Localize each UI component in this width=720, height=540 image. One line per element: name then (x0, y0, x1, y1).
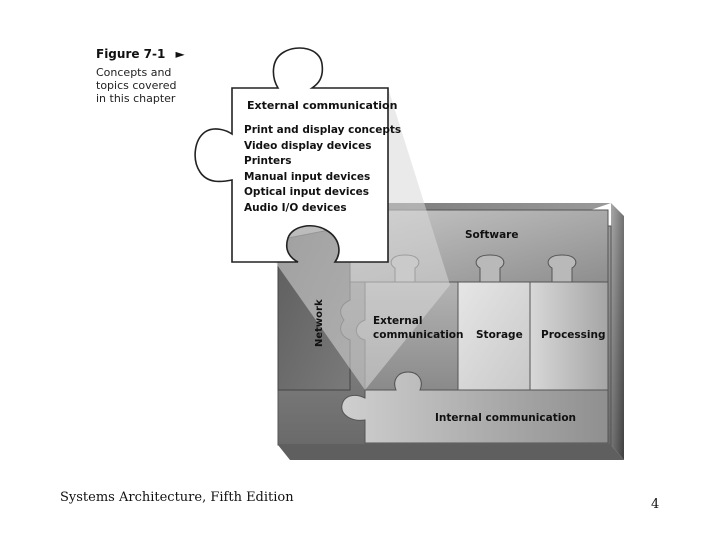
processing-label: Processing (541, 329, 606, 341)
processing-piece (529, 281, 609, 391)
box-bottom-face (278, 445, 624, 460)
external-label-line1: External (373, 315, 422, 327)
callout-item: Printers (244, 155, 292, 167)
figure-title-text: Figure 7-1 (96, 47, 166, 61)
internal-communication-piece (341, 371, 609, 444)
caption-line: topics covered (96, 79, 177, 92)
figure-caption: Concepts and topics covered in this chap… (96, 66, 206, 105)
page-number: 4 (651, 497, 660, 512)
pointer-arrow-icon: ► (175, 47, 185, 61)
callout-item: Optical input devices (244, 186, 369, 198)
callout-items: Print and display concepts Video display… (244, 124, 401, 214)
footer-source: Systems Architecture, Fifth Edition (60, 490, 294, 505)
caption-line: in this chapter (96, 92, 176, 105)
storage-piece (457, 281, 531, 391)
external-label-line2: communication (373, 329, 464, 341)
callout-piece (194, 47, 389, 263)
box-right-face (611, 203, 624, 460)
callout-item: Manual input devices (244, 171, 370, 183)
callout-item: Video display devices (244, 140, 371, 152)
storage-label: Storage (476, 329, 523, 341)
callout-item: Audio I/O devices (244, 202, 347, 214)
network-label: Network (314, 299, 325, 347)
callout-item: Print and display concepts (244, 124, 401, 136)
caption-line: Concepts and (96, 66, 172, 79)
callout-heading: External communication (247, 99, 397, 112)
internal-communication-label: Internal communication (435, 412, 576, 424)
software-label: Software (465, 229, 518, 241)
figure-title: Figure 7-1 ► (96, 47, 185, 61)
